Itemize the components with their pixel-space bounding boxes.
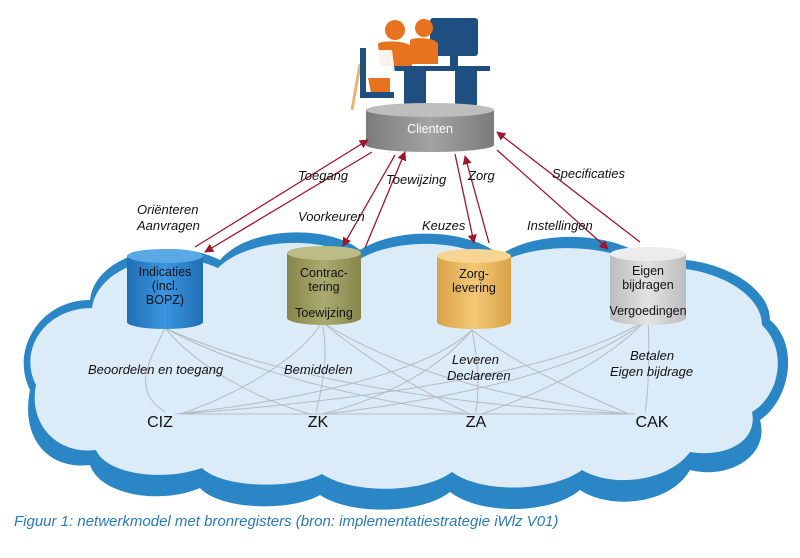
process-beoordelen: Beoordelen en toegang <box>88 362 224 377</box>
register-label: bijdragen <box>622 278 673 292</box>
register-zorglevering: Zorg- levering <box>437 249 511 329</box>
register-label: BOPZ) <box>146 293 184 307</box>
org-cak: CAK <box>636 414 669 431</box>
process-leveren: Leveren <box>452 352 499 367</box>
flow-zorg: Zorg <box>467 168 496 183</box>
cloud-background <box>23 232 789 510</box>
network-lines <box>145 317 650 415</box>
register-label: Indicaties <box>139 265 192 279</box>
flow-aanvragen: Aanvragen <box>136 218 200 233</box>
process-declareren: Declareren <box>447 368 511 383</box>
register-label: Contrac- <box>300 266 348 280</box>
register-eigen-bijdragen: Eigen bijdragen Vergoedingen <box>609 247 687 325</box>
clienten-hub: Clienten <box>366 103 494 152</box>
process-bemiddelen: Bemiddelen <box>284 362 353 377</box>
flow-toewijzing: Toewijzing <box>386 172 447 187</box>
register-label: Vergoedingen <box>609 304 686 318</box>
register-label: levering <box>452 281 496 295</box>
flow-instellingen: Instellingen <box>527 218 593 233</box>
register-label: Toewijzing <box>295 306 353 320</box>
register-label: Zorg- <box>459 267 489 281</box>
flow-voorkeuren: Voorkeuren <box>298 209 365 224</box>
process-eigen-bijdrage: Eigen bijdrage <box>610 364 693 379</box>
register-label: tering <box>308 280 339 294</box>
process-betalen: Betalen <box>630 348 674 363</box>
flow-specificaties: Specificaties <box>552 166 625 181</box>
register-label: (incl. <box>152 279 178 293</box>
org-zk: ZK <box>308 414 329 431</box>
clients-illustration <box>350 18 490 111</box>
org-ciz: CIZ <box>147 414 173 431</box>
register-indicaties: Indicaties (incl. BOPZ) <box>127 249 203 329</box>
register-label: Eigen <box>632 264 664 278</box>
flow-arrows <box>194 131 641 253</box>
org-za: ZA <box>466 414 487 431</box>
register-contractering: Contrac- tering Toewijzing <box>287 246 361 325</box>
flow-toegang: Toegang <box>298 168 349 183</box>
flow-orienteren: Oriënteren <box>137 202 198 217</box>
flow-keuzes: Keuzes <box>422 218 466 233</box>
hub-label: Clienten <box>407 122 453 136</box>
figure-caption: Figuur 1: netwerkmodel met bronregisters… <box>14 513 558 530</box>
